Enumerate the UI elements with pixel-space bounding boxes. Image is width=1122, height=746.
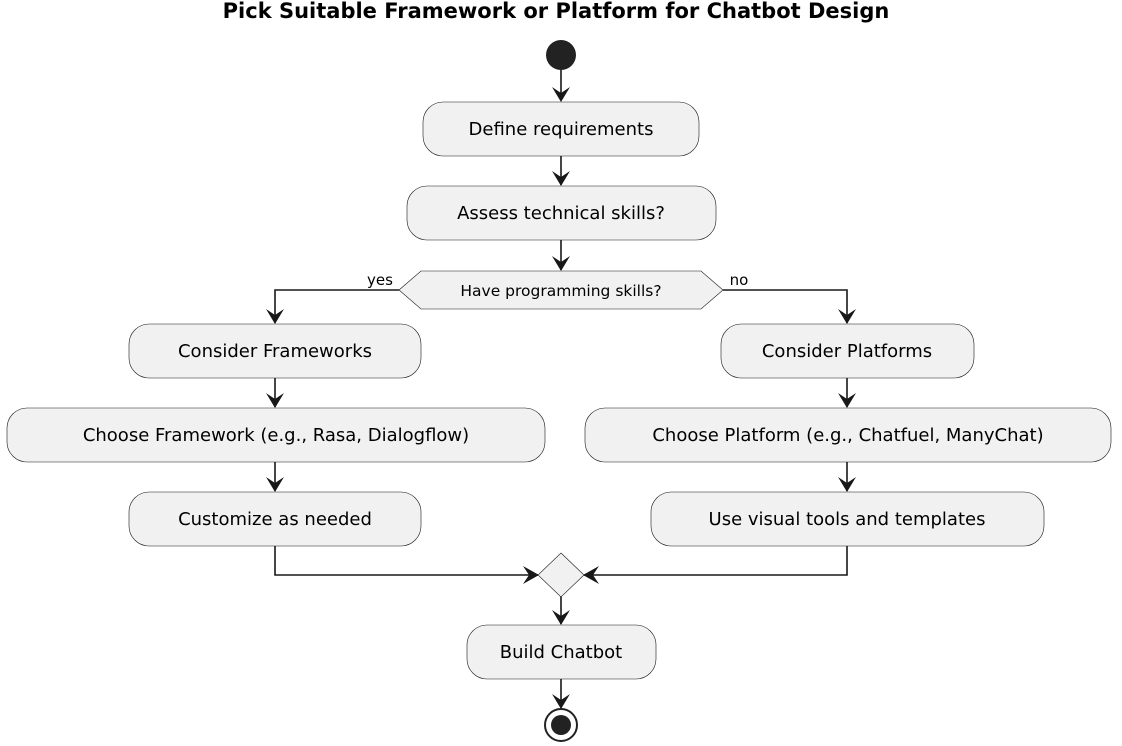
activity-label: Customize as needed <box>178 509 372 530</box>
arrowhead <box>266 393 284 408</box>
merge-diamond <box>537 552 585 598</box>
activity-consider-platforms: Consider Platforms <box>720 323 975 379</box>
arrowhead <box>838 477 856 492</box>
activity-box <box>128 491 422 547</box>
activity-box <box>406 185 717 241</box>
edge-visual-merge <box>584 546 848 576</box>
activity-label: Consider Platforms <box>762 341 932 362</box>
branch-label-yes: yes <box>367 271 393 289</box>
arrowhead <box>552 87 570 102</box>
activity-label: Assess technical skills? <box>457 203 665 224</box>
activity-box <box>466 624 657 680</box>
arrowhead <box>552 610 570 625</box>
end-node <box>544 708 578 742</box>
activity-box <box>422 101 700 157</box>
activity-box <box>720 323 975 379</box>
activity-label: Consider Frameworks <box>178 341 372 362</box>
activity-box <box>584 407 1112 463</box>
activity-choose-framework: Choose Framework (e.g., Rasa, Dialogflow… <box>6 407 546 463</box>
activity-choose-platform: Choose Platform (e.g., Chatfuel, ManyCha… <box>584 407 1112 463</box>
arrowhead <box>552 694 570 709</box>
activity-consider-frameworks: Consider Frameworks <box>128 323 422 379</box>
edge-decision-no <box>723 289 848 323</box>
arrowhead <box>552 171 570 186</box>
edges <box>266 70 856 709</box>
activity-label: Use visual tools and templates <box>709 509 986 530</box>
activity-label: Choose Platform (e.g., Chatfuel, ManyCha… <box>652 425 1043 446</box>
activity-label: Define requirements <box>469 119 654 140</box>
arrowhead <box>266 477 284 492</box>
diagram-title: Pick Suitable Framework or Platform for … <box>223 0 890 23</box>
edge-customize-merge <box>274 546 538 576</box>
arrowhead <box>838 393 856 408</box>
start-node <box>546 40 576 70</box>
branch-label-no: no <box>730 271 749 289</box>
activity-customize: Customize as needed <box>128 491 422 547</box>
activity-build-chatbot: Build Chatbot <box>466 624 657 680</box>
activity-assess-skills: Assess technical skills? <box>406 185 717 241</box>
arrowhead <box>523 566 539 584</box>
arrowhead <box>552 256 570 271</box>
activity-visual-tools: Use visual tools and templates <box>650 491 1045 547</box>
activity-box <box>650 491 1045 547</box>
edge-decision-yes <box>274 289 399 323</box>
arrowhead <box>266 309 284 324</box>
decision-label: Have programming skills? <box>460 282 661 300</box>
activity-label: Build Chatbot <box>500 642 622 663</box>
activity-define-requirements: Define requirements <box>422 101 700 157</box>
end-node-core <box>551 715 571 735</box>
arrowhead <box>838 309 856 324</box>
arrowhead <box>583 566 599 584</box>
activity-box <box>128 323 422 379</box>
activity-label: Choose Framework (e.g., Rasa, Dialogflow… <box>83 425 469 446</box>
activity-box <box>6 407 546 463</box>
decision-hexagon <box>398 270 724 310</box>
decision-programming-skills: Have programming skills? <box>398 270 724 310</box>
